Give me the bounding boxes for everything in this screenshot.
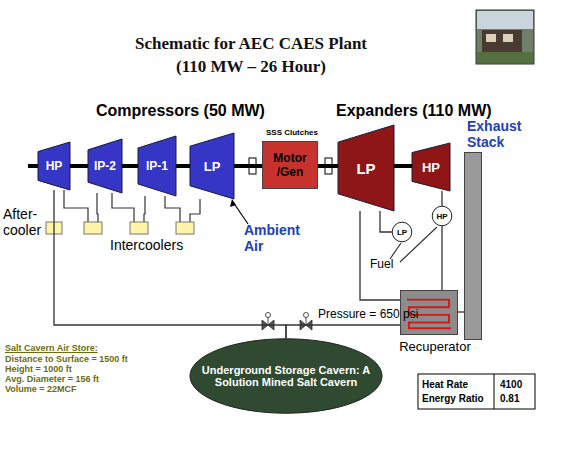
text-label: Fuel: [370, 258, 410, 272]
trapezoid-shape: [138, 136, 176, 196]
text-label: Volume = 22MCF: [5, 384, 175, 394]
text-label: Pressure = 650 psi: [318, 308, 458, 322]
photo-window: [503, 34, 513, 42]
shaft-line: [394, 164, 412, 168]
pipe-line: [54, 190, 286, 338]
ellipse-shape: [190, 339, 382, 413]
text-label: Energy Ratio: [422, 393, 494, 405]
text-label: Intercoolers: [110, 237, 210, 253]
text-label: Distance to Surface = 1500 ft: [5, 354, 175, 364]
node-label: Exhaust Stack: [467, 118, 529, 150]
valve-symbol: [262, 313, 274, 331]
compressor-stage: IP-2: [88, 139, 122, 193]
shaft: [28, 164, 38, 168]
pipe-connector: [286, 325, 400, 338]
shaft-line: [176, 164, 190, 168]
text-label: 0.81: [500, 393, 534, 405]
intercooler-box: [84, 222, 102, 234]
pipe-connector: [380, 211, 392, 232]
expander-stage: LP: [338, 125, 394, 211]
node-label: LP: [354, 160, 377, 177]
arrow-head: [230, 199, 236, 207]
trapezoid-shape: [338, 125, 394, 211]
motor-generator: Motor /Gen: [262, 141, 318, 189]
shaft-line: [70, 164, 88, 168]
node-label: HP: [44, 159, 65, 173]
ellipse-shape: [432, 206, 452, 226]
pipe-connector: [458, 312, 464, 313]
fuel-line: [390, 227, 437, 262]
pipe-line: [360, 211, 400, 300]
text-label: Heat Rate: [422, 379, 494, 391]
trapezoid-shape: [88, 139, 122, 193]
valve-symbol: [300, 313, 312, 331]
text-label: 4100: [500, 379, 534, 391]
pipe-line: [441, 191, 442, 206]
pipe-connector: [442, 191, 443, 206]
diagram-title: Schematic for AEC CAES Plant (110 MW – 2…: [120, 32, 382, 78]
shaft-connector: [234, 166, 262, 167]
photo-building: [482, 30, 522, 52]
exhaust-stack: Exhaust Stack: [464, 152, 482, 340]
pipe-connector: [54, 190, 286, 338]
photo-ground: [477, 52, 533, 63]
compressor-stage: IP-1: [138, 136, 176, 196]
shaft-connector: [122, 166, 138, 167]
shaft-connector: [176, 166, 190, 167]
trapezoid-shape: [412, 143, 450, 191]
text-label: SSS Clutches: [266, 128, 330, 137]
combustor: HP: [432, 206, 452, 226]
pipe-line: [380, 211, 392, 232]
intercooler-box: [130, 222, 148, 234]
data-table: [418, 374, 535, 409]
shaft-connector: [394, 166, 412, 167]
pipe-line: [286, 325, 400, 338]
compressor-stage: LP: [190, 133, 234, 199]
storage-cavern: Underground Storage Cavern: A Solution M…: [188, 338, 384, 414]
air-inlet-line: [233, 202, 248, 224]
shaft-line: [318, 164, 338, 168]
pipe-connector: [442, 226, 443, 290]
text-label: Ambient Air: [244, 222, 310, 254]
photo-sky: [477, 11, 533, 29]
table-divider: [494, 374, 495, 409]
ellipse-shape: [392, 222, 412, 242]
node-label: IP-1: [144, 159, 170, 173]
trapezoid-shape: [190, 133, 234, 199]
text-label: Salt Cavern Air Store:: [5, 343, 175, 353]
text-label: Height = 1000 ft: [5, 364, 175, 374]
photo-window: [486, 34, 496, 42]
node-label: Recuperator: [395, 339, 475, 354]
node-label: LP: [395, 228, 409, 237]
plant-photo: [476, 10, 534, 64]
text-label: Compressors (50 MW): [96, 102, 296, 120]
shaft-connector: [70, 166, 88, 167]
pipe-line: [458, 311, 464, 312]
node-label: Underground Storage Cavern: A Solution M…: [198, 364, 374, 388]
compressor-stage: HP: [38, 142, 70, 190]
pipe-line: [441, 226, 442, 290]
node-label: LP: [202, 159, 223, 174]
node-label: IP-2: [92, 159, 118, 173]
text-label: Expanders (110 MW): [336, 102, 536, 120]
node-label: Motor /Gen: [263, 151, 317, 179]
combustor: LP: [392, 222, 412, 242]
cooler-piping: [64, 190, 200, 222]
intercooler-box: [176, 222, 194, 234]
text-label: After- cooler: [3, 206, 45, 238]
shaft-line: [234, 164, 262, 168]
trapezoid-shape: [38, 142, 70, 190]
node-label: HP: [420, 160, 442, 175]
pipe-connector: [360, 211, 400, 300]
text-label: Avg. Diameter = 156 ft: [5, 374, 175, 384]
shaft-connector: [318, 166, 338, 167]
expander-stage: HP: [412, 143, 450, 191]
shaft-line: [122, 164, 138, 168]
node-label: HP: [434, 212, 449, 221]
